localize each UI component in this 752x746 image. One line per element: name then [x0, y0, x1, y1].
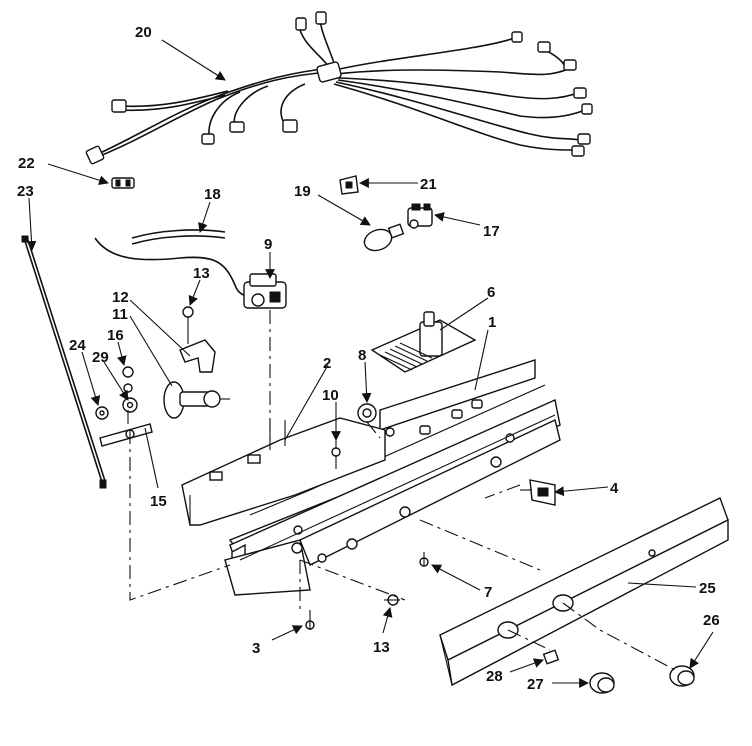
callout-labels: 20 22 23 21 19 18 17 9 13 12 11 6 1 16 8… [17, 24, 720, 693]
control-rod-part [21, 235, 107, 489]
callout-19: 19 [294, 183, 311, 200]
callout-26: 26 [703, 612, 720, 629]
indicator-part [542, 649, 560, 665]
callout-3: 3 [252, 640, 260, 657]
callout-16: 16 [107, 327, 124, 344]
screw-part-3 [305, 610, 315, 630]
callout-2: 2 [323, 355, 331, 372]
leader-lines [26, 39, 714, 688]
screw-part-7 [419, 552, 429, 567]
assembly-lines [127, 310, 676, 671]
nut-part [122, 366, 134, 393]
callout-4: 4 [610, 480, 619, 497]
callout-25: 25 [699, 580, 716, 597]
bracket-part [179, 339, 216, 373]
callout-27: 27 [527, 676, 544, 693]
screw-part-upper [182, 306, 194, 330]
callout-15: 15 [150, 493, 167, 510]
callout-6: 6 [487, 284, 495, 301]
screw-part-lower [384, 594, 400, 606]
callout-10: 10 [322, 387, 339, 404]
callout-13-lower: 13 [373, 639, 390, 656]
callout-8: 8 [358, 347, 366, 364]
callout-12: 12 [112, 289, 129, 306]
switch-part [520, 479, 556, 506]
capillary-tube-part [131, 229, 226, 245]
light-bulb-part [363, 223, 405, 252]
callout-24: 24 [69, 337, 86, 354]
washer-part-29 [122, 397, 138, 413]
callout-17: 17 [483, 223, 500, 240]
callout-7: 7 [484, 584, 492, 601]
wire-harness [85, 11, 593, 165]
callout-21: 21 [420, 176, 437, 193]
callout-1: 1 [488, 314, 496, 331]
clip-part [111, 177, 135, 189]
callout-20: 20 [135, 24, 152, 41]
callout-22: 22 [18, 155, 35, 172]
knob-part-27 [589, 672, 615, 694]
control-housing [181, 311, 562, 596]
callout-18: 18 [204, 186, 221, 203]
callout-9: 9 [264, 236, 272, 253]
callout-11: 11 [112, 306, 128, 323]
washer-part-24 [95, 406, 109, 420]
lever-arm-part [99, 423, 153, 447]
sensor-wire [94, 237, 256, 298]
front-panel [439, 497, 729, 687]
lamp-socket-part [407, 203, 433, 229]
callout-29: 29 [92, 349, 109, 366]
callout-23: 23 [17, 183, 34, 200]
knob-part-26 [669, 665, 695, 687]
socket-clip-part [339, 175, 359, 195]
damper-control-part [163, 381, 230, 419]
callout-13-upper: 13 [193, 265, 210, 282]
callout-28: 28 [486, 668, 503, 685]
thermostat-part [243, 273, 287, 309]
